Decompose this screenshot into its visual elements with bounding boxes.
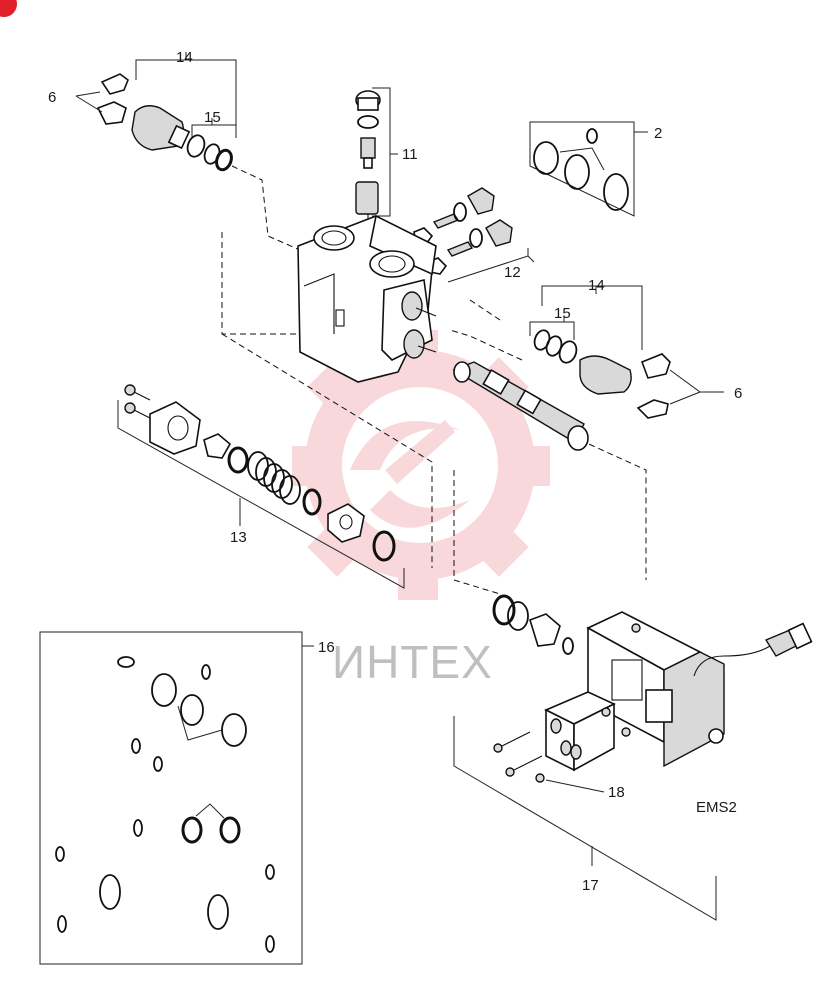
watermark-logo (292, 330, 550, 600)
callout-6-left: 6 (48, 89, 56, 106)
callout-18: 18 (608, 784, 625, 801)
dashed-leader-1 (221, 232, 300, 335)
callout-11: 11 (402, 146, 418, 163)
dashed-leader-2 (221, 333, 433, 568)
dashed-leader-5 (579, 439, 647, 580)
left-cartridge-assembly (75, 52, 301, 251)
dashed-leader-3 (469, 299, 501, 321)
callout-15-top: 15 (204, 109, 221, 126)
ems-label: EMS2 (696, 799, 737, 816)
corner-badge (0, 0, 17, 17)
spool (452, 361, 589, 451)
callout-6-right: 6 (734, 385, 742, 402)
check-valves-12 (413, 187, 535, 283)
end-cap-assembly-13 (117, 384, 405, 589)
right-cartridge-assembly (529, 285, 724, 419)
seal-kit-2 (529, 121, 648, 217)
callout-15-right: 15 (554, 305, 571, 322)
callout-14-right: 14 (588, 277, 605, 294)
ems-module (453, 594, 813, 921)
spring (247, 451, 301, 505)
callout-13: 13 (230, 529, 247, 546)
callout-16: 16 (318, 639, 335, 656)
callout-12: 12 (504, 264, 521, 281)
callout-2: 2 (654, 125, 662, 142)
watermark-text: ИНТЕХ (332, 636, 493, 688)
callout-17: 17 (582, 877, 599, 894)
dashed-leader-6 (449, 329, 523, 361)
valve-body (297, 214, 437, 383)
dashed-leader-4 (453, 470, 501, 595)
callout-14-top: 14 (176, 49, 193, 66)
seal-kit-16 (39, 631, 314, 965)
